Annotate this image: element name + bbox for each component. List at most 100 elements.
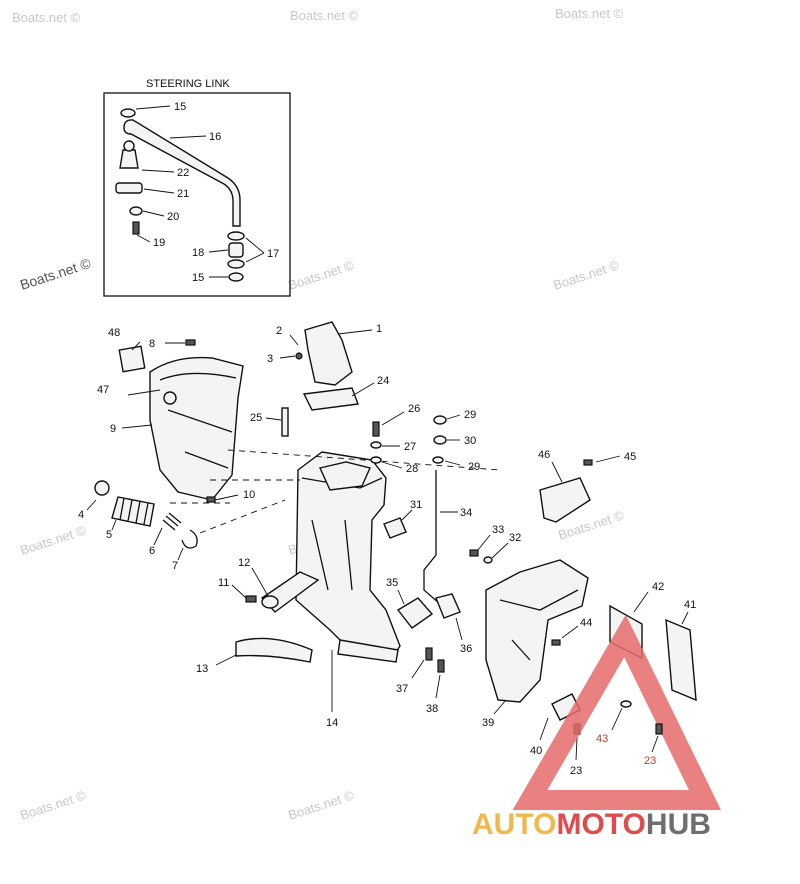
plate-35 [396,597,434,629]
steering-link-inset: STEERING LINK 15 16 22 21 20 19 18 17 15 [103,78,291,297]
plug-12 [261,595,279,609]
callout-12: 12 [238,557,250,569]
callout-16: 16 [209,131,221,143]
callout-7: 7 [172,560,178,572]
shift-rod: 34 36 [423,470,472,655]
washer-upper [227,231,245,241]
callout-4: 4 [78,509,84,521]
callout-30: 30 [464,435,476,447]
pin-25: 25 [250,407,289,437]
callout-21: 21 [177,188,189,200]
screw-44 [551,639,561,646]
bolt [132,221,140,235]
callout-43: 43 [596,733,608,745]
housing-39 [485,559,589,703]
washer [129,206,143,216]
callout-41: 41 [684,599,696,611]
washer-27 [370,441,382,449]
automotohub-logo: 43 23 AUTOMOTOHUB [472,614,722,841]
washer-28 [370,456,382,464]
ball-stud [119,149,139,169]
inset-title: STEERING LINK [146,78,230,90]
nut-bottom [228,272,244,282]
callout-27: 27 [404,441,416,453]
watermark-text: Boats.net © [18,255,93,293]
watermark-text: Boats.net © [286,257,356,292]
callout-10: 10 [243,489,255,501]
callout-35: 35 [386,577,398,589]
nut-29-lower [432,456,444,464]
logo-hub: HUB [646,808,711,841]
ball-stud-head [123,140,135,152]
watermark-text: Boats.net © [555,6,624,21]
logo-auto: AUTO [472,808,556,841]
screw-26 [372,421,380,437]
watermark-text: Boats.net © [18,787,88,822]
cover-grommet [163,391,177,405]
callout-47: 47 [97,384,109,396]
callout-15: 15 [174,101,186,113]
plate [115,182,143,194]
callout-14: 14 [326,717,338,729]
callout-39: 39 [482,717,494,729]
screw-11 [245,595,257,603]
callout-1: 1 [376,323,382,335]
driveshaft-housing: 14 [210,449,501,729]
cap-46-group: 46 45 [538,449,636,523]
shift-coupler-36 [435,593,461,619]
screw-33 [469,549,479,557]
callout-5: 5 [106,529,112,541]
callout-11: 11 [218,577,229,589]
callout-42: 42 [652,581,664,593]
callout-36: 36 [460,643,472,655]
housing-top [319,461,371,491]
logo-triangle [512,614,722,810]
clip-7 [181,529,198,549]
cap-46 [539,477,591,523]
callout-32: 32 [509,532,521,544]
steering-link-rod [123,119,241,227]
callout-19: 19 [153,237,165,249]
shift-boot-parts: 4 5 6 7 [78,480,286,572]
boot-5 [111,496,155,527]
watermark-text: Boats.net © [290,8,359,23]
callout-2: 2 [276,325,282,337]
callout-45: 45 [624,451,636,463]
exhaust-tube [304,321,353,386]
callout-20: 20 [167,211,179,223]
fasteners-32-33: 33 32 [469,524,521,564]
callout-29-b: 29 [468,461,480,473]
washer-lower [227,259,245,269]
plate-41 [665,618,697,702]
watermark-text: Boats.net © [286,787,356,822]
callout-17: 17 [267,248,279,260]
nut-29 [433,415,447,425]
seal [383,517,407,539]
callout-6: 6 [149,545,155,557]
spring-6 [162,512,182,531]
callout-31: 31 [410,499,422,511]
callout-40: 40 [530,745,542,757]
callout-44: 44 [580,617,592,629]
logo-text: AUTOMOTOHUB [472,808,711,841]
screw-stack: 26 27 28 [370,403,420,475]
nut-top [120,108,136,118]
washer-43 [620,700,632,708]
callout-18: 18 [192,247,204,259]
callout-22: 22 [177,167,189,179]
callout-24: 24 [377,375,389,387]
washer-30 [433,435,447,445]
gasket-24 [302,387,359,411]
callout-15-b: 15 [192,272,204,284]
watermark-text: Boats.net © [18,522,88,557]
callout-46: 46 [538,449,550,461]
screw-3 [295,352,303,360]
lower-left-parts: 11 12 13 [196,557,313,675]
callout-23-b: 23 [644,755,656,767]
washer-32 [483,556,493,564]
seal-13 [235,637,313,663]
inset-frame [103,92,291,297]
pin [281,407,289,437]
grommet-4 [94,480,110,496]
